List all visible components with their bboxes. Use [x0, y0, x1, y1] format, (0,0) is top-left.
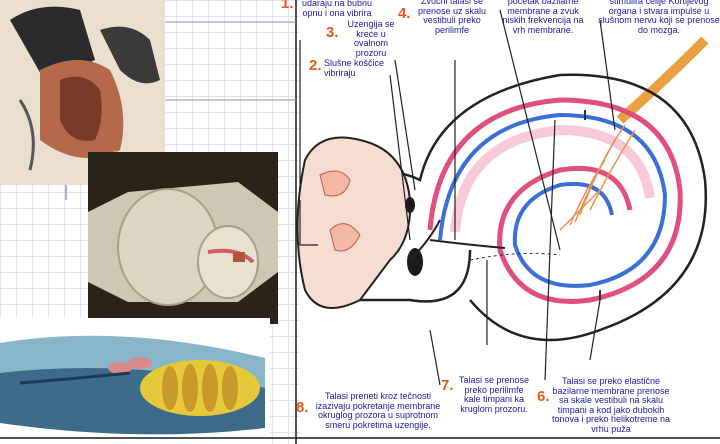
- step-1-number: 1.: [281, 0, 294, 11]
- step-9-text: stimulira ćelije Kortijevog organa i stv…: [598, 0, 720, 35]
- step-2-text: Slušne koščice vibriraju: [324, 59, 396, 78]
- vestibule: [298, 138, 411, 309]
- step-3-number: 3.: [326, 25, 339, 40]
- step-8-text: Talasi preneti kroz tečnosti izazivaju p…: [313, 392, 443, 430]
- step-5-text: početak bazilarne membrane a zvuk niskih…: [497, 0, 589, 35]
- step-7-text: Talasi se prenose preko perilimfe kale t…: [456, 376, 532, 414]
- step-6-text: Talasi se preko elastične bazilarne memb…: [550, 377, 672, 434]
- step-4-number: 4.: [398, 6, 411, 21]
- round-window: [407, 248, 423, 276]
- step-3-text: Uzengija se kreće u ovalnom prozoru: [340, 20, 402, 58]
- step-7-number: 7.: [441, 378, 454, 393]
- step-8-number: 8.: [296, 400, 309, 415]
- auditory-nerve: [620, 40, 705, 120]
- step-4-text: Zvučni talasi se prenose uz skalu vestib…: [412, 0, 492, 35]
- step-1-text: udaraju na bubnu opnu i ona vibrira: [297, 0, 377, 18]
- step-6-number: 6.: [537, 389, 550, 404]
- step-2-number: 2.: [309, 58, 322, 73]
